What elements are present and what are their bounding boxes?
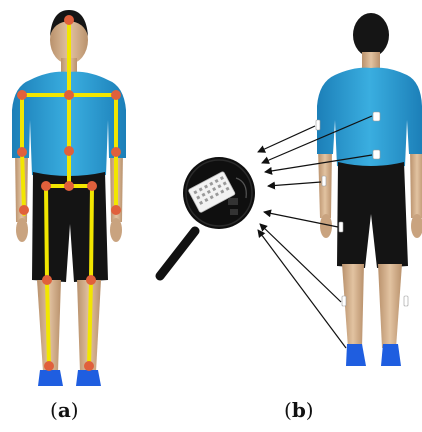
joint-right-wrist bbox=[111, 205, 121, 215]
sensor-upper-back bbox=[373, 112, 380, 121]
caption-b-close: ) bbox=[306, 398, 314, 422]
sensor-right-shank bbox=[404, 296, 408, 306]
caption-a-letter: a bbox=[58, 398, 71, 422]
joint-right-ankle bbox=[84, 361, 94, 371]
caption-b-letter: b bbox=[292, 398, 306, 422]
left-hand-a bbox=[16, 218, 28, 242]
sensor-left-upper-arm bbox=[316, 120, 320, 130]
joint-right-knee bbox=[86, 275, 96, 285]
joint-left-knee bbox=[42, 275, 52, 285]
joint-spine bbox=[64, 146, 74, 156]
left-shoe-b bbox=[346, 344, 366, 366]
joint-left-elbow bbox=[17, 147, 27, 157]
sensor-left-forearm bbox=[322, 176, 326, 186]
magnifier-handle bbox=[160, 231, 195, 276]
joint-right-hip bbox=[87, 181, 97, 191]
arrow-right-shank bbox=[258, 230, 346, 348]
arrow-left-upper-arm bbox=[258, 126, 315, 152]
joint-left-wrist bbox=[19, 205, 29, 215]
caption-a-close: ) bbox=[71, 398, 79, 422]
panel-b-sensor-model bbox=[160, 13, 422, 366]
right-hand-a bbox=[110, 218, 122, 242]
joint-head bbox=[64, 15, 74, 25]
joint-neck bbox=[64, 90, 74, 100]
joint-right-elbow bbox=[111, 147, 121, 157]
shirt-b bbox=[317, 68, 422, 170]
caption-b: (b) bbox=[284, 398, 314, 422]
right-shin-b bbox=[378, 264, 402, 348]
caption-b-open: ( bbox=[284, 398, 292, 422]
joint-pelvis bbox=[64, 181, 74, 191]
right-shoe-b bbox=[381, 344, 401, 366]
joint-left-hip bbox=[41, 181, 51, 191]
sensor-left-thigh bbox=[339, 222, 343, 232]
caption-a-open: ( bbox=[50, 398, 58, 422]
shorts-b bbox=[337, 162, 408, 268]
panel-a-skeleton-model bbox=[12, 10, 126, 386]
left-shoe-a bbox=[38, 370, 63, 386]
head-b bbox=[353, 13, 389, 57]
joint-left-shoulder bbox=[17, 90, 27, 100]
sensor-left-shank bbox=[342, 296, 346, 306]
joint-left-ankle bbox=[44, 361, 54, 371]
magnifier-icon bbox=[160, 157, 255, 276]
joint-right-shoulder bbox=[111, 90, 121, 100]
caption-a: (a) bbox=[50, 398, 79, 422]
right-forearm-b bbox=[410, 148, 422, 218]
right-shoe-a bbox=[76, 370, 101, 386]
arrow-left-forearm bbox=[268, 182, 321, 186]
sensor-lower-back bbox=[373, 150, 380, 159]
